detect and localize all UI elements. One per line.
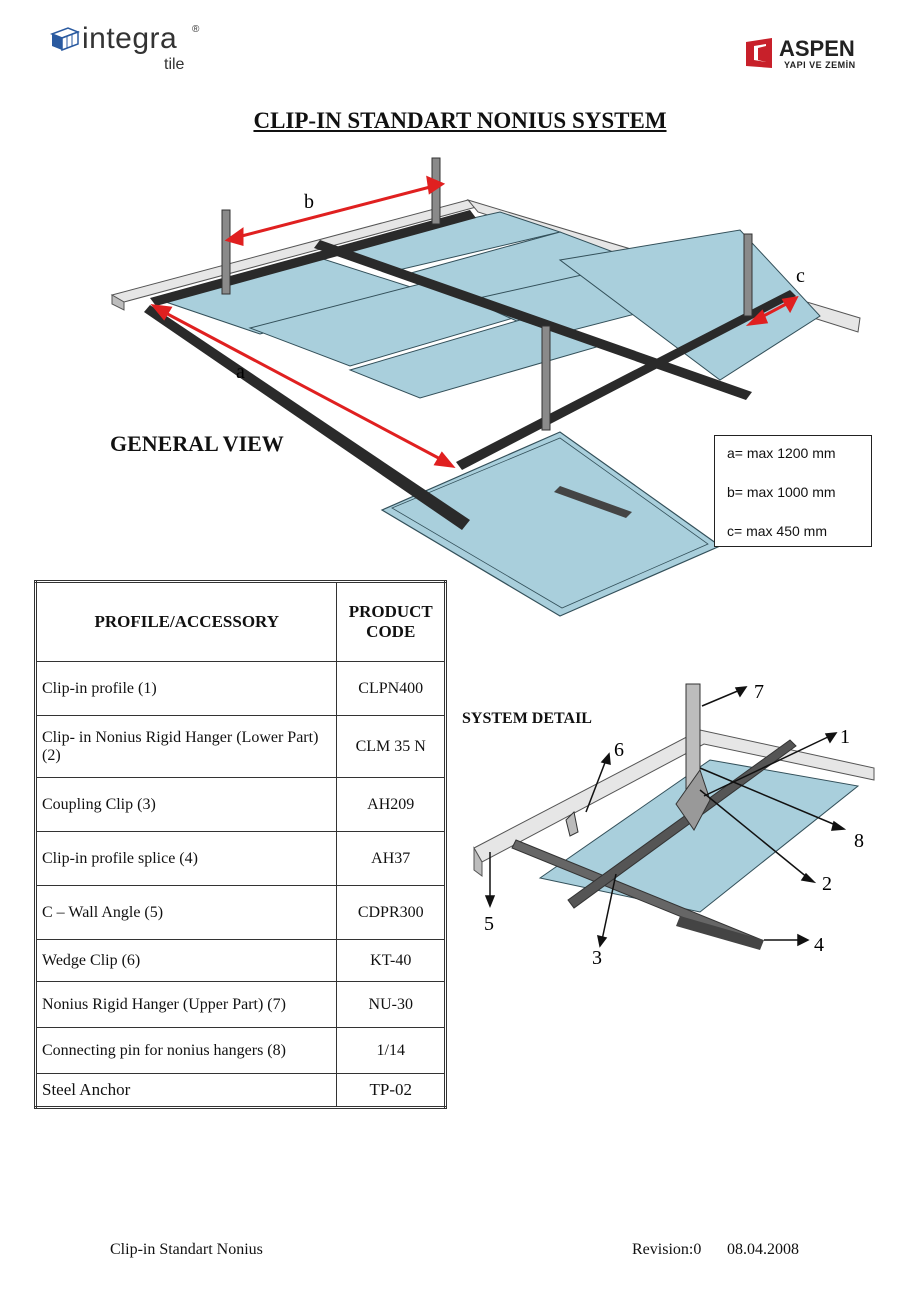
callout-5: 5 [484, 913, 494, 935]
table-row: C – Wall Angle (5) CDPR300 [34, 885, 446, 940]
row-code: AH37 [336, 831, 446, 886]
callout-6: 6 [614, 739, 624, 761]
table-row: Clip- in Nonius Rigid Hanger (Lower Part… [34, 715, 446, 778]
header-product-code-line1: PRODUCT [348, 602, 433, 621]
table-row: Wedge Clip (6) KT-40 [34, 939, 446, 982]
table-row: Steel Anchor TP-02 [34, 1073, 446, 1108]
row-code: NU-30 [336, 981, 446, 1028]
row-item: C – Wall Angle (5) [34, 885, 338, 940]
integra-logo-registered: ® [192, 24, 200, 35]
table-row: Nonius Rigid Hanger (Upper Part) (7) NU-… [34, 981, 446, 1028]
integra-logo-mark-icon [50, 27, 80, 52]
row-code: 1/14 [336, 1027, 446, 1074]
dimension-legend-box: a= max 1200 mm b= max 1000 mm c= max 450… [714, 435, 872, 547]
row-item: Clip-in profile splice (4) [34, 831, 338, 886]
general-view-illustration: b a c [110, 157, 861, 617]
row-item: Clip-in profile (1) [34, 661, 338, 716]
header-profile-accessory: PROFILE/ACCESSORY [34, 581, 338, 662]
callout-7: 7 [754, 681, 764, 703]
row-item: Nonius Rigid Hanger (Upper Part) (7) [34, 981, 338, 1028]
header-product-code: PRODUCT CODE [336, 581, 446, 662]
row-item: Connecting pin for nonius hangers (8) [34, 1027, 338, 1074]
footer-document-name: Clip-in Standart Nonius [110, 1241, 263, 1258]
row-item: Wedge Clip (6) [34, 939, 338, 982]
callout-3: 3 [592, 947, 602, 969]
callout-1: 1 [840, 726, 850, 748]
dimension-c-label: c= max 450 mm [727, 523, 827, 539]
footer-revision: Revision:0 [632, 1241, 702, 1258]
row-item: Coupling Clip (3) [34, 777, 338, 832]
dimension-b-label: b= max 1000 mm [727, 484, 836, 500]
row-code: KT-40 [336, 939, 446, 982]
row-code: CLM 35 N [336, 715, 446, 778]
row-code: AH209 [336, 777, 446, 832]
aspen-logo-mark-icon [746, 38, 772, 68]
dimension-letter-a: a [236, 361, 245, 383]
callout-4: 4 [814, 934, 824, 956]
table-row: Coupling Clip (3) AH209 [34, 777, 446, 832]
row-item: Steel Anchor [34, 1073, 338, 1108]
row-code: CDPR300 [336, 885, 446, 940]
integra-tile-logo: integra ® tile [50, 22, 210, 78]
profile-accessory-table: PROFILE/ACCESSORY PRODUCT CODE Clip-in p… [34, 580, 447, 1109]
table-header-row: PROFILE/ACCESSORY PRODUCT CODE [34, 581, 446, 662]
footer-date: 08.04.2008 [727, 1241, 799, 1258]
header-product-code-line2: CODE [366, 622, 416, 641]
system-detail-illustration: 7 1 6 8 2 5 4 3 [473, 681, 875, 969]
general-view-label: GENERAL VIEW [110, 431, 284, 456]
callout-8: 8 [854, 830, 864, 852]
table-row: Clip-in profile (1) CLPN400 [34, 661, 446, 716]
dimension-a-label: a= max 1200 mm [727, 445, 836, 461]
row-code: TP-02 [336, 1073, 446, 1108]
callout-2: 2 [822, 873, 832, 895]
table-row: Clip-in profile splice (4) AH37 [34, 831, 446, 886]
aspen-logo: ASPEN YAPI VE ZEMİN [742, 36, 882, 76]
system-detail-label: SYSTEM DETAIL [462, 710, 592, 727]
row-code: CLPN400 [336, 661, 446, 716]
integra-logo-sub: tile [164, 56, 185, 73]
row-item: Clip- in Nonius Rigid Hanger (Lower Part… [34, 715, 338, 778]
table-row: Connecting pin for nonius hangers (8) 1/… [34, 1027, 446, 1074]
page-title: CLIP-IN STANDART NONIUS SYSTEM [253, 108, 667, 133]
dimension-letter-b: b [304, 191, 314, 213]
aspen-logo-word: ASPEN [779, 36, 855, 61]
dimension-letter-c: c [796, 265, 805, 287]
integra-logo-word: integra [82, 22, 178, 55]
aspen-logo-sub: YAPI VE ZEMİN [784, 60, 856, 70]
